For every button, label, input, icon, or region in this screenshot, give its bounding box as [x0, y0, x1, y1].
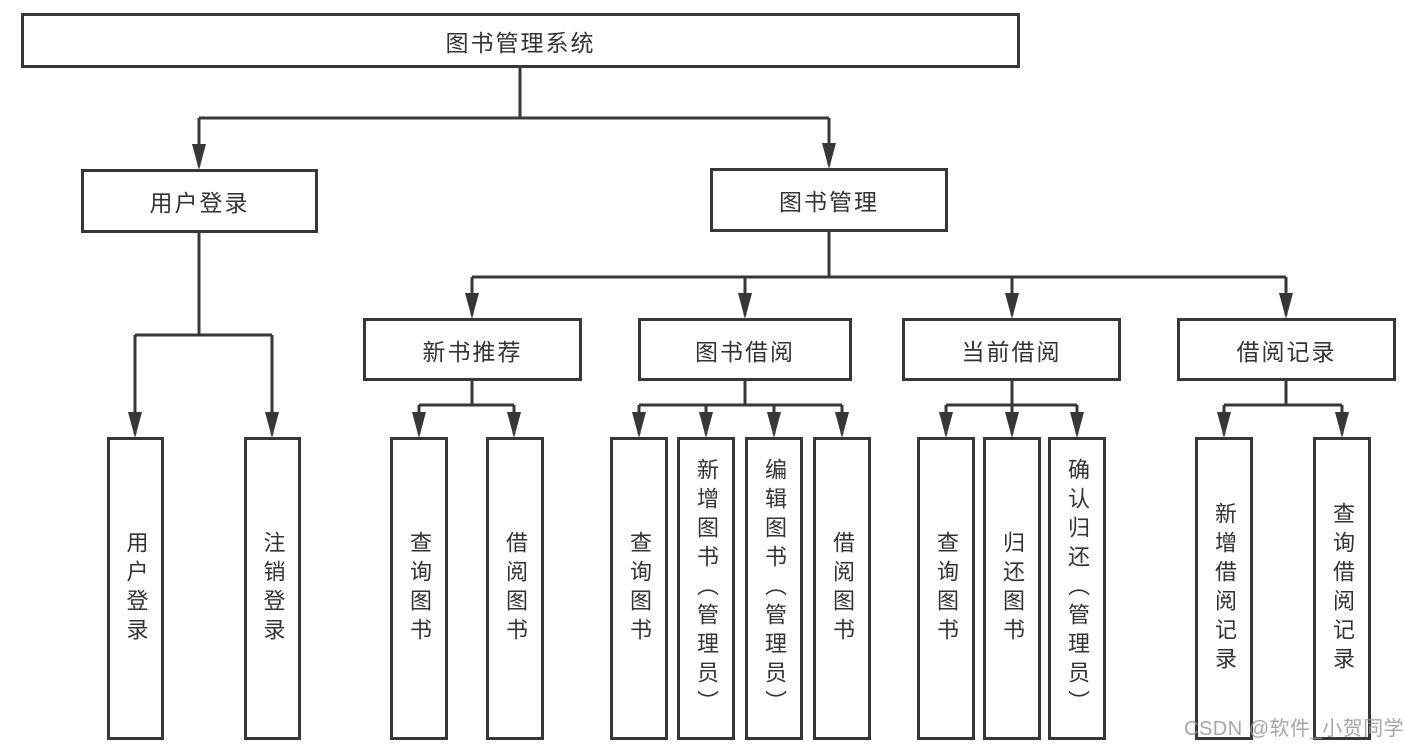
- node-label: 查询借阅记录: [1330, 501, 1355, 676]
- connector-root-to-level1: [197, 68, 831, 166]
- node-label: 借阅图书: [830, 530, 855, 647]
- node-label: 查询图书: [407, 530, 432, 647]
- node-label: 当前借阅: [961, 338, 1062, 365]
- node-label: 新增图书（管理员）: [694, 458, 719, 719]
- leaf-query-books-1: 查询图书: [390, 437, 448, 740]
- leaf-add-borrow-record: 新增借阅记录: [1195, 437, 1253, 740]
- connector-user-login-branch: [133, 233, 274, 434]
- node-label: 查询图书: [627, 530, 652, 647]
- node-current-borrow: 当前借阅: [902, 318, 1121, 381]
- node-label: 借阅图书: [503, 530, 528, 647]
- node-label: 注销登录: [260, 530, 286, 647]
- connector-book-management-branch: [470, 232, 1288, 315]
- node-label: 新书推荐: [422, 338, 523, 365]
- node-label: 用户登录: [123, 530, 149, 647]
- arrowheads: [128, 143, 1349, 438]
- node-label: 用户登录: [149, 190, 250, 216]
- node-borrow-records: 借阅记录: [1177, 318, 1396, 381]
- leaf-query-books-3: 查询图书: [917, 437, 975, 740]
- leaf-user-login: 用户登录: [107, 437, 164, 740]
- node-label: 编辑图书（管理员）: [762, 458, 787, 719]
- leaf-borrow-books-1: 借阅图书: [486, 437, 544, 740]
- leaf-add-book-admin: 新增图书（管理员）: [677, 437, 735, 740]
- leaf-query-books-2: 查询图书: [610, 437, 668, 740]
- node-label: 确认归还（管理员）: [1065, 458, 1090, 719]
- leaf-return-books: 归还图书: [983, 437, 1041, 740]
- leaf-borrow-books-2: 借阅图书: [813, 437, 871, 740]
- node-label: 图书管理系统: [445, 29, 596, 56]
- node-user-login: 用户登录: [81, 169, 318, 233]
- node-new-book-recommend: 新书推荐: [363, 318, 582, 381]
- node-label: 图书管理: [779, 189, 879, 215]
- leaf-edit-book-admin: 编辑图书（管理员）: [745, 437, 803, 740]
- node-book-management: 图书管理: [710, 168, 948, 232]
- connector-book-borrow-branch: [637, 381, 844, 434]
- leaf-query-borrow-record: 查询借阅记录: [1313, 437, 1371, 740]
- node-label: 归还图书: [1000, 530, 1025, 647]
- watermark: CSDN @软件_小贺同学: [1184, 718, 1405, 740]
- node-label: 图书借阅: [695, 338, 795, 365]
- node-label: 新增借阅记录: [1212, 501, 1237, 676]
- node-label: 查询图书: [934, 530, 959, 647]
- node-book-borrow: 图书借阅: [638, 318, 852, 381]
- node-label: 借阅记录: [1236, 338, 1337, 365]
- leaf-confirm-return-admin: 确认归还（管理员）: [1048, 437, 1106, 740]
- connector-borrow-records-branch: [1222, 381, 1344, 434]
- leaf-logout: 注销登录: [244, 437, 301, 740]
- connector-new-book-branch: [417, 381, 516, 434]
- node-root: 图书管理系统: [21, 13, 1020, 68]
